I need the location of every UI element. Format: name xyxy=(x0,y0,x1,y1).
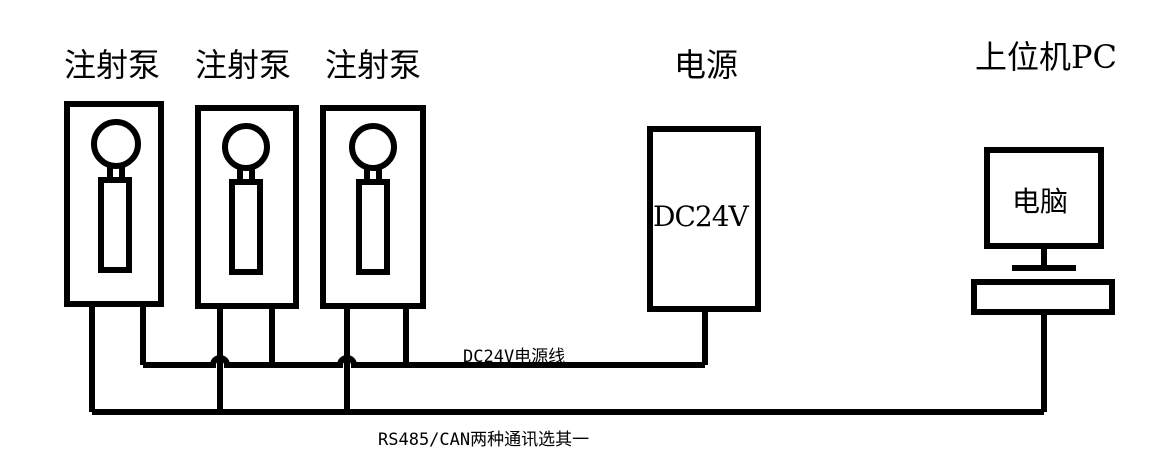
pump-3-gauge-icon xyxy=(349,123,397,171)
comm-bus-wire xyxy=(89,304,1047,415)
pc-title: 上位机PC xyxy=(975,38,1118,76)
power-title: 电源 xyxy=(674,46,739,84)
pc-screen-text: 电脑 xyxy=(1012,185,1069,218)
pc-icon xyxy=(971,147,1115,315)
power-box-text: DC24V xyxy=(653,200,749,233)
pump-2-label: 注射泵 xyxy=(195,46,292,84)
pump-2-barrel xyxy=(229,179,263,275)
keyboard xyxy=(971,279,1115,315)
power-line-label: DC24V电源线 xyxy=(463,347,566,367)
pump-1-body xyxy=(64,101,164,307)
syringe-pump-3 xyxy=(320,105,426,309)
pump-2-gauge-icon xyxy=(222,123,270,171)
pump-3-label: 注射泵 xyxy=(325,46,422,84)
syringe-pump-1 xyxy=(64,101,164,307)
pump-2-body xyxy=(195,105,299,309)
pump-1-label: 注射泵 xyxy=(64,46,161,84)
power-bus-wire xyxy=(140,304,708,368)
pump-3-body xyxy=(320,105,426,309)
syringe-pump-2 xyxy=(195,105,299,309)
pump-1-barrel xyxy=(98,177,132,273)
pump-3-barrel xyxy=(356,179,390,275)
comm-line-label: RS485/CAN两种通讯选其一 xyxy=(378,430,590,450)
pump-1-gauge-icon xyxy=(91,119,141,169)
